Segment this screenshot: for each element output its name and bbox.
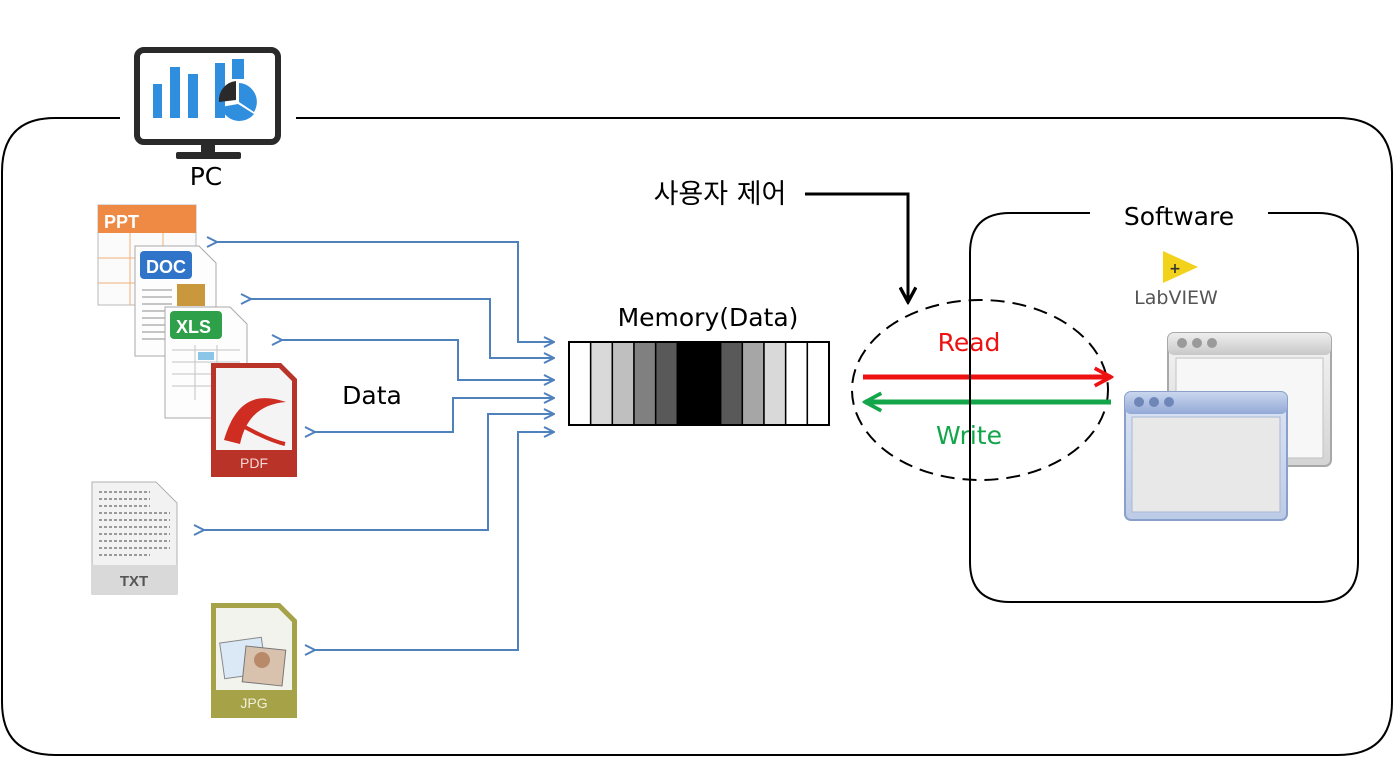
pdf-file-icon: PDF — [211, 363, 297, 477]
pdf-file-label: PDF — [240, 455, 268, 471]
xls-file-label: XLS — [176, 317, 211, 337]
svg-text:+: + — [1169, 261, 1181, 277]
monitor-icon — [134, 47, 281, 159]
jpg-data-path — [315, 432, 554, 650]
memory-cell — [719, 341, 744, 426]
doc-file-label: DOC — [146, 257, 186, 277]
memory-block — [568, 341, 830, 426]
memory-label: Memory(Data) — [618, 303, 799, 332]
txt-file-label: TXT — [120, 573, 148, 590]
labview-logo: + LabVIEW — [1134, 251, 1218, 309]
read-write-interface — [851, 299, 1109, 481]
memory-cell — [611, 341, 635, 426]
memory-cell — [676, 341, 700, 426]
ppt-data-path — [217, 242, 554, 342]
memory-cell — [568, 341, 592, 426]
software-container — [969, 212, 1359, 603]
user-control-label: 사용자 제어 — [654, 179, 787, 210]
data-label: Data — [342, 381, 402, 410]
pc-label: PC — [190, 162, 223, 191]
ppt-file-label: PPT — [104, 212, 139, 232]
memory-frame — [568, 341, 830, 426]
memory-cell — [589, 341, 614, 426]
txt-file-icon: TXT — [91, 481, 178, 595]
memory-cell — [633, 341, 657, 426]
labview-label: LabVIEW — [1134, 287, 1218, 309]
xls-data-path — [282, 340, 554, 380]
memory-cell — [698, 341, 722, 426]
software-label: Software — [1124, 202, 1234, 231]
pc-container — [0, 117, 1393, 756]
user-control-arrow — [805, 192, 908, 302]
jpg-file-icon: JPG — [211, 603, 297, 718]
memory-cell — [741, 341, 765, 426]
doc-data-path — [251, 299, 554, 358]
application-windows-icon — [1124, 332, 1332, 521]
memory-cell — [784, 341, 809, 426]
memory-cell — [806, 341, 830, 426]
memory-cell — [763, 341, 787, 426]
jpg-file-label: JPG — [240, 695, 267, 711]
memory-cell — [654, 341, 679, 426]
data-paths — [204, 242, 554, 650]
